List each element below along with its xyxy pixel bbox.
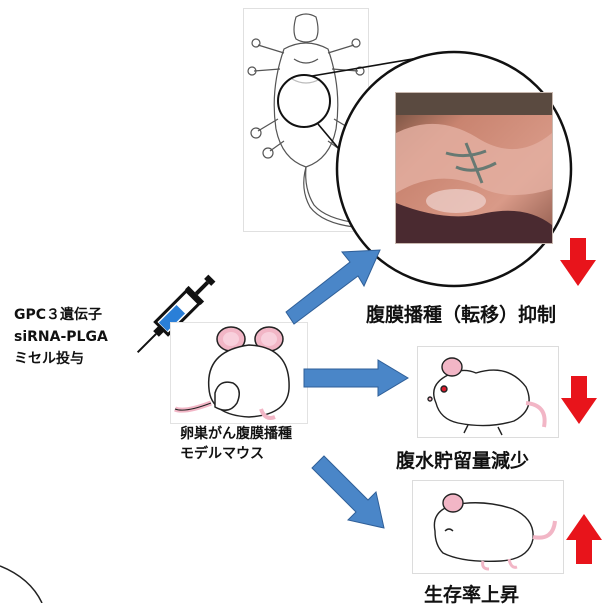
flow-arrow-middle (304, 360, 408, 396)
outcome-1-down-arrow (560, 238, 596, 286)
outcome-1-label: 腹膜播種（転移）抑制 (366, 300, 556, 327)
flow-arrow-lower (312, 456, 384, 528)
ascites-mouse-image (417, 346, 559, 438)
outcome-3-up-arrow (566, 514, 602, 564)
outcome-2-down-arrow (561, 376, 597, 424)
outcome-2-label: 腹水貯留量減少 (396, 446, 529, 473)
survival-mouse-image (412, 480, 564, 574)
